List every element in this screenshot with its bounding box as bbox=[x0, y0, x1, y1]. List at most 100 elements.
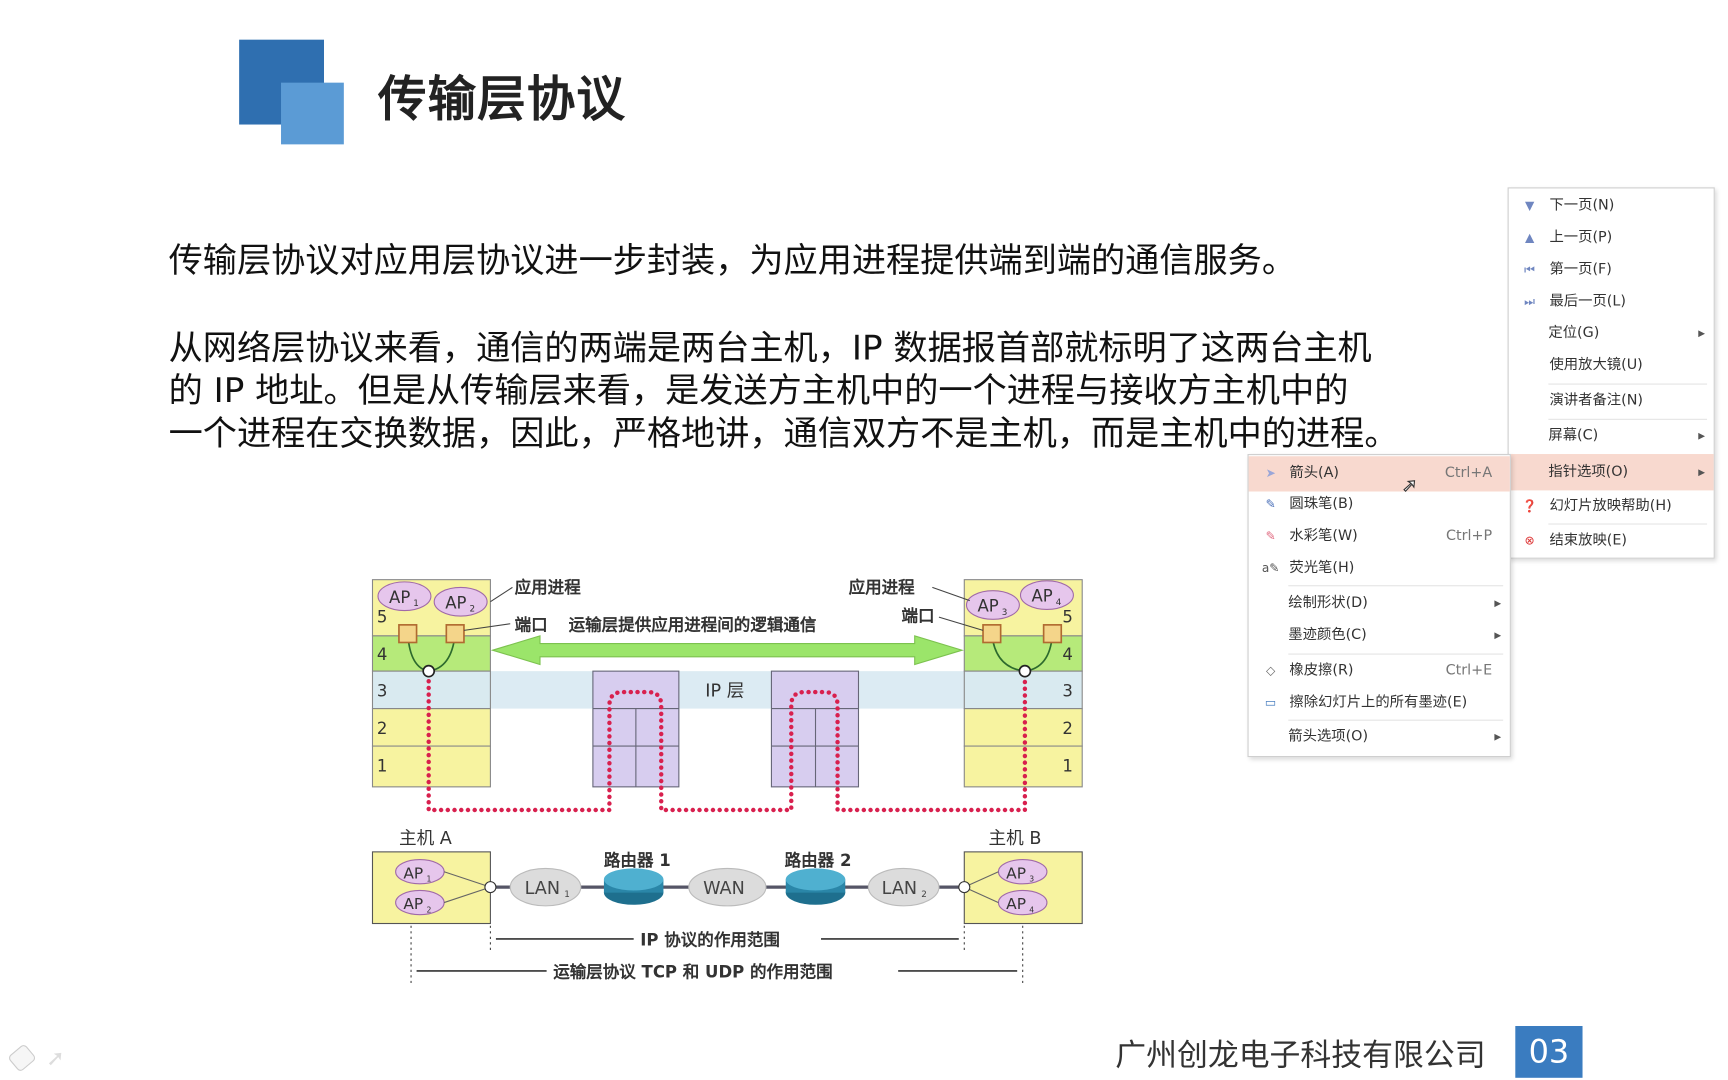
menu-item-next-page[interactable]: ▼下一页(N) bbox=[1509, 190, 1714, 223]
app-process-label-right: 应用进程 bbox=[849, 577, 916, 597]
ap-ellipses-bottom bbox=[395, 859, 1048, 916]
submenu-item-draw-shapes[interactable]: 绘制形状(D)▶ bbox=[1249, 587, 1510, 620]
ap-subscript: 4 bbox=[1029, 905, 1034, 914]
layer-label: 5 bbox=[1062, 608, 1073, 627]
menu-item-first-page[interactable]: ⏮第一页(F) bbox=[1509, 253, 1714, 286]
submenu-item-ballpoint-pen[interactable]: ✎圆珠笔(B) bbox=[1249, 488, 1510, 521]
pointer-toolbar-icon[interactable]: ➚ bbox=[46, 1044, 65, 1072]
first-page-icon: ⏮ bbox=[1524, 262, 1536, 277]
cloud-shapes bbox=[509, 867, 940, 907]
ap-label: AP bbox=[389, 588, 410, 607]
socket-circle bbox=[958, 881, 971, 894]
submenu-item-erase-all-ink[interactable]: ▭擦除幻灯片上的所有墨迹(E) bbox=[1249, 687, 1510, 720]
ip-layer-label: IP 层 bbox=[705, 681, 744, 701]
slideshow-context-menu: ▼下一页(N) ▲上一页(P) ⏮第一页(F) ⏭最后一页(L) 定位(G)▶ … bbox=[1507, 187, 1715, 559]
port-label-right: 端口 bbox=[901, 606, 934, 626]
title-decoration-light-square bbox=[281, 82, 344, 145]
router-2-label: 路由器 2 bbox=[785, 850, 852, 870]
ap-subscript: 1 bbox=[413, 599, 419, 609]
submenu-arrow-icon: ▶ bbox=[1698, 467, 1706, 478]
port-label-left: 端口 bbox=[515, 614, 548, 634]
menu-item-pointer-options[interactable]: 指针选项(O)▶ bbox=[1508, 454, 1714, 491]
submenu-item-arrow[interactable]: ➤箭头(A)Ctrl+A bbox=[1248, 456, 1510, 492]
ap-subscript: 1 bbox=[426, 875, 431, 884]
layer-label: 3 bbox=[1062, 681, 1073, 700]
paragraph-1: 传输层协议对应用层协议进一步封装，为应用进程提供端到端的通信服务。 bbox=[168, 241, 1296, 282]
eraser-toolbar-icon[interactable] bbox=[7, 1043, 37, 1073]
menu-separator bbox=[1548, 523, 1708, 525]
end-show-icon: ⊗ bbox=[1524, 533, 1535, 548]
ap-subscript: 4 bbox=[1056, 598, 1062, 608]
layer-label: 2 bbox=[377, 719, 388, 738]
lan-1-label: LAN bbox=[525, 879, 560, 899]
logical-communication-label: 运输层提供应用进程间的逻辑通信 bbox=[569, 614, 817, 634]
highlighter-icon: a✎ bbox=[1261, 560, 1280, 576]
data-path-dotted-line bbox=[426, 672, 1028, 813]
layer-label: 1 bbox=[377, 756, 388, 775]
paragraph-2-line-3: 一个进程在交换数据，因此，严格地讲，通信双方不是主机，而是主机中的进程。 bbox=[168, 414, 1399, 455]
submenu-item-highlighter[interactable]: a✎荧光笔(H) bbox=[1249, 552, 1510, 585]
submenu-item-felt-pen[interactable]: ✎水彩笔(W)Ctrl+P bbox=[1249, 520, 1510, 553]
ap-ellipses-top bbox=[377, 580, 1074, 620]
router-1-label: 路由器 1 bbox=[604, 850, 671, 870]
menu-item-magnifier[interactable]: 使用放大镜(U) bbox=[1549, 357, 1643, 374]
ap-label: AP bbox=[403, 864, 423, 882]
label-leader-lines bbox=[463, 586, 984, 631]
menu-item-presenter-notes[interactable]: 演讲者备注(N) bbox=[1549, 392, 1644, 409]
scope-guide-lines bbox=[410, 925, 1024, 984]
router-1-stack bbox=[592, 670, 680, 788]
ap-label: AP bbox=[403, 895, 423, 913]
submenu-arrow-icon: ▶ bbox=[1494, 731, 1502, 742]
layer-label: 5 bbox=[377, 608, 388, 627]
menu-item-goto[interactable]: 定位(G)▶ bbox=[1509, 317, 1714, 350]
submenu-arrow-icon: ▶ bbox=[1494, 598, 1502, 609]
socket-circle bbox=[484, 881, 497, 894]
ap-subscript: 2 bbox=[426, 905, 431, 914]
transport-scope-label: 运输层协议 TCP 和 UDP 的作用范围 bbox=[553, 962, 832, 982]
last-page-icon: ⏭ bbox=[1524, 294, 1536, 309]
menu-separator bbox=[1288, 719, 1504, 721]
eraser-icon: ◇ bbox=[1265, 663, 1276, 678]
port-squares bbox=[398, 624, 1063, 644]
triangle-up-icon: ▲ bbox=[1524, 230, 1535, 245]
router-icons bbox=[603, 868, 846, 905]
host-a-protocol-stack bbox=[371, 579, 491, 788]
menu-item-end-show[interactable]: ⊗结束放映(E) bbox=[1509, 525, 1714, 558]
triangle-down-icon: ▼ bbox=[1524, 198, 1535, 213]
submenu-item-eraser[interactable]: ◇橡皮擦(R)Ctrl+E bbox=[1249, 655, 1510, 688]
layer-label: 2 bbox=[1062, 719, 1073, 738]
submenu-arrow-icon: ▶ bbox=[1494, 630, 1502, 641]
pointer-options-submenu: ➤箭头(A)Ctrl+A ✎圆珠笔(B) ✎水彩笔(W)Ctrl+P a✎荧光笔… bbox=[1247, 454, 1511, 758]
menu-item-last-page[interactable]: ⏭最后一页(L) bbox=[1509, 285, 1714, 318]
page-number: 03 bbox=[1515, 1025, 1583, 1078]
help-icon: ❓ bbox=[1522, 499, 1538, 514]
lan-subscript: 2 bbox=[921, 890, 927, 900]
layer-label: 4 bbox=[377, 645, 388, 664]
layer-label: 4 bbox=[1062, 645, 1073, 664]
menu-item-screen[interactable]: 屏幕(C)▶ bbox=[1509, 420, 1714, 453]
ap-label: AP bbox=[1006, 864, 1026, 882]
submenu-item-ink-color[interactable]: 墨迹颜色(C)▶ bbox=[1249, 619, 1510, 652]
submenu-item-arrow-options[interactable]: 箭头选项(O)▶ bbox=[1249, 721, 1510, 754]
app-process-label-left: 应用进程 bbox=[515, 577, 582, 597]
ap-label: AP bbox=[978, 597, 999, 616]
ap-label: AP bbox=[1032, 587, 1053, 606]
submenu-arrow-icon: ▶ bbox=[1698, 430, 1706, 441]
socket-circle bbox=[422, 664, 436, 678]
arrow-pointer-icon: ➤ bbox=[1265, 466, 1276, 481]
menu-item-previous-page[interactable]: ▲上一页(P) bbox=[1509, 222, 1714, 255]
lan-subscript: 1 bbox=[564, 890, 570, 900]
ip-layer-band bbox=[490, 671, 965, 709]
submenu-arrow-icon: ▶ bbox=[1698, 328, 1706, 339]
scope-arrows bbox=[416, 938, 1018, 972]
menu-item-slideshow-help[interactable]: ❓幻灯片放映帮助(H) bbox=[1509, 490, 1714, 523]
router-2-stack bbox=[770, 670, 860, 788]
wan-label: WAN bbox=[703, 879, 745, 899]
slide-title: 传输层协议 bbox=[377, 71, 626, 128]
layer-label: 1 bbox=[1062, 756, 1073, 775]
erase-all-icon: ▭ bbox=[1264, 695, 1277, 710]
layer-label: 3 bbox=[377, 681, 388, 700]
ballpoint-pen-icon: ✎ bbox=[1265, 497, 1276, 512]
ap-subscript: 3 bbox=[1002, 608, 1008, 618]
paragraph-2-line-2: 的 IP 地址。但是从传输层来看，是发送方主机中的一个进程与接收方主机中的 bbox=[168, 371, 1349, 412]
